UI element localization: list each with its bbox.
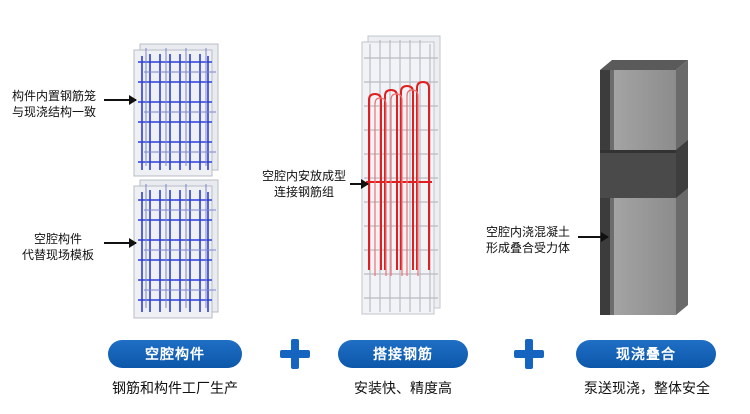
arrow-icon (104, 238, 137, 248)
callout-text: 连接钢筋组 (274, 185, 335, 199)
rebar-cage-bottom (133, 179, 219, 319)
step-pill-cavity-member: 空腔构件 (108, 340, 242, 368)
plus-icon (514, 339, 544, 369)
callout-internal-cage: 构件内置钢筋笼 与现浇结构一致 (12, 88, 96, 120)
callout-text: 与现浇结构一致 (12, 105, 97, 119)
callout-text: 空腔内安放成型 (262, 169, 347, 183)
step-label: 空腔构件 (145, 347, 205, 363)
arrow-icon (350, 179, 369, 189)
callout-cavity-member: 空腔构件 代替现场模板 (22, 231, 94, 263)
plus-icon (280, 339, 310, 369)
connecting-rebar-assembly (361, 35, 441, 315)
cast-wall (600, 60, 688, 315)
callout-cast-concrete: 空腔内浇混凝土 形成叠合受力体 (486, 224, 570, 256)
arrow-icon (104, 95, 137, 105)
callout-connecting-rebar: 空腔内安放成型 连接钢筋组 (262, 168, 346, 200)
step-pill-cast-overlay: 现浇叠合 (576, 340, 716, 368)
callout-text: 代替现场模板 (22, 248, 95, 262)
callout-text: 空腔构件 (34, 232, 83, 246)
rebar-cage-top (133, 43, 219, 177)
callout-text: 形成叠合受力体 (486, 241, 571, 255)
callout-text: 构件内置钢筋笼 (12, 89, 97, 103)
step-caption: 泵送现浇，整体安全 (584, 381, 710, 397)
step-caption: 钢筋和构件工厂生产 (112, 381, 238, 397)
callout-text: 空腔内浇混凝土 (486, 225, 571, 239)
step-label: 现浇叠合 (616, 347, 676, 363)
step-caption: 安装快、精度高 (354, 381, 452, 397)
arrow-icon (578, 232, 609, 242)
step-pill-lap-rebar: 搭接钢筋 (338, 340, 468, 368)
step-label: 搭接钢筋 (373, 347, 433, 363)
